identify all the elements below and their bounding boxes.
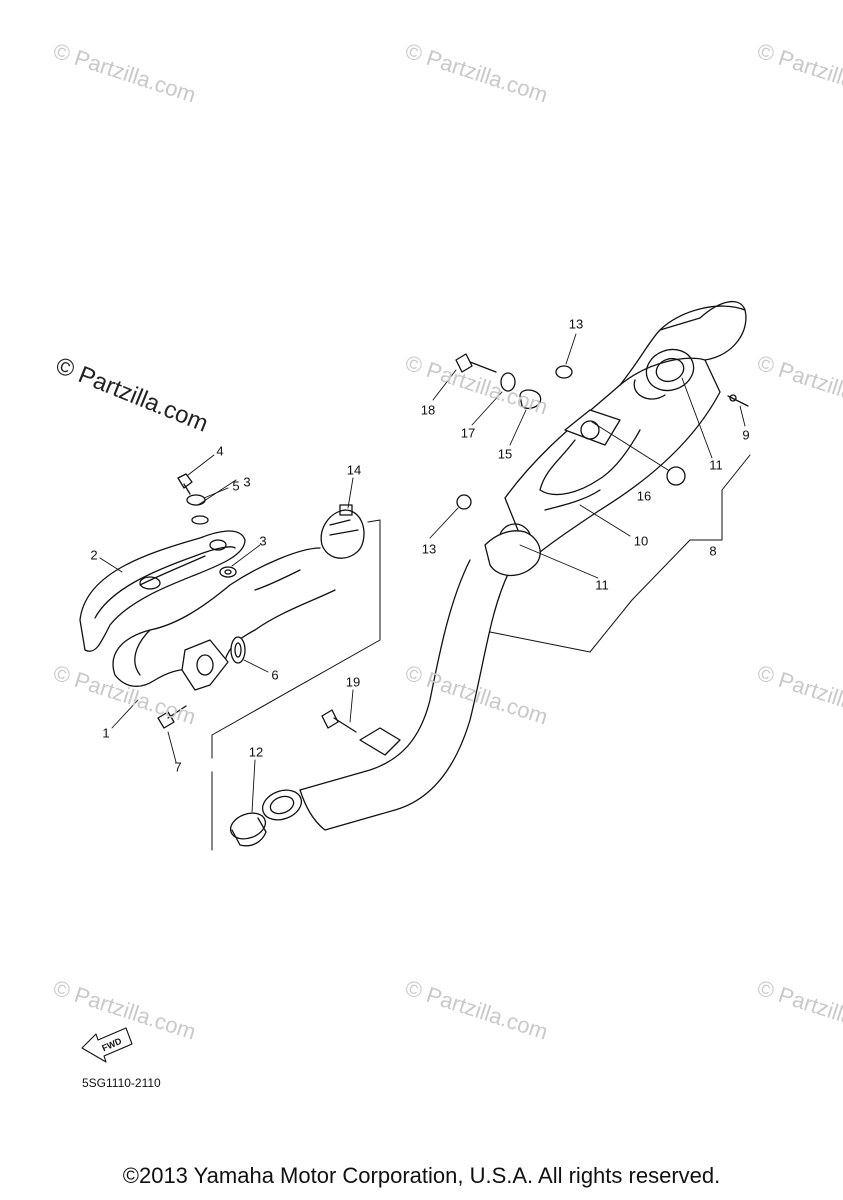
- nut-13-upper: [555, 365, 573, 379]
- bolt-18: [455, 353, 497, 373]
- exhaust-header: [112, 547, 336, 691]
- bolt-19: [321, 709, 357, 733]
- damper-16: [666, 466, 686, 486]
- bolt-7: [157, 705, 187, 729]
- nut-13-lower: [456, 494, 472, 510]
- assembly-bracket-left: [210, 519, 381, 851]
- callout-11a: 11: [709, 457, 723, 473]
- callout-9: 9: [742, 427, 750, 443]
- callout-13a: 13: [568, 316, 584, 332]
- callout-16: 16: [636, 488, 652, 504]
- callout-3a: 3: [243, 474, 251, 490]
- spring-9: [727, 394, 749, 407]
- bolt-4: [177, 473, 193, 495]
- pipe-inlet: [261, 789, 303, 821]
- assembly-bracket-muffler: [489, 454, 751, 653]
- callout-2: 2: [90, 547, 98, 563]
- mid-pipe: [299, 530, 541, 831]
- callout-5: 5: [232, 478, 240, 494]
- callout-4: 4: [216, 443, 224, 459]
- callout-17: 17: [460, 425, 476, 441]
- callout-19: 19: [345, 674, 361, 690]
- gasket-ring: [229, 812, 267, 847]
- callout-6: 6: [271, 667, 279, 683]
- gasket: [230, 636, 246, 664]
- heat-protector: [79, 530, 246, 652]
- callout-10: 10: [633, 533, 649, 549]
- callout-18: 18: [420, 402, 436, 418]
- callout-13b: 13: [421, 541, 437, 557]
- washer-3b: [219, 566, 237, 578]
- callout-1: 1: [102, 725, 110, 741]
- muffler: [498, 300, 747, 561]
- callout-11b: 11: [595, 577, 609, 593]
- callout-3b: 3: [259, 533, 267, 549]
- drawing-code: 5SG1110-2110: [82, 1076, 161, 1090]
- callout-8: 8: [709, 543, 717, 559]
- callout-15: 15: [497, 446, 513, 462]
- callout-7: 7: [174, 759, 182, 775]
- clamp: [320, 504, 365, 559]
- fwd-arrow-icon: [81, 1027, 133, 1063]
- washer-3a: [191, 515, 209, 525]
- callout-12: 12: [248, 744, 264, 760]
- damper-15: [519, 389, 542, 410]
- nut-5: [186, 494, 206, 506]
- collar-17: [500, 372, 516, 392]
- leader-lines: [99, 333, 746, 813]
- callout-14: 14: [346, 462, 362, 478]
- copyright-notice: ©2013 Yamaha Motor Corporation, U.S.A. A…: [122, 1163, 721, 1188]
